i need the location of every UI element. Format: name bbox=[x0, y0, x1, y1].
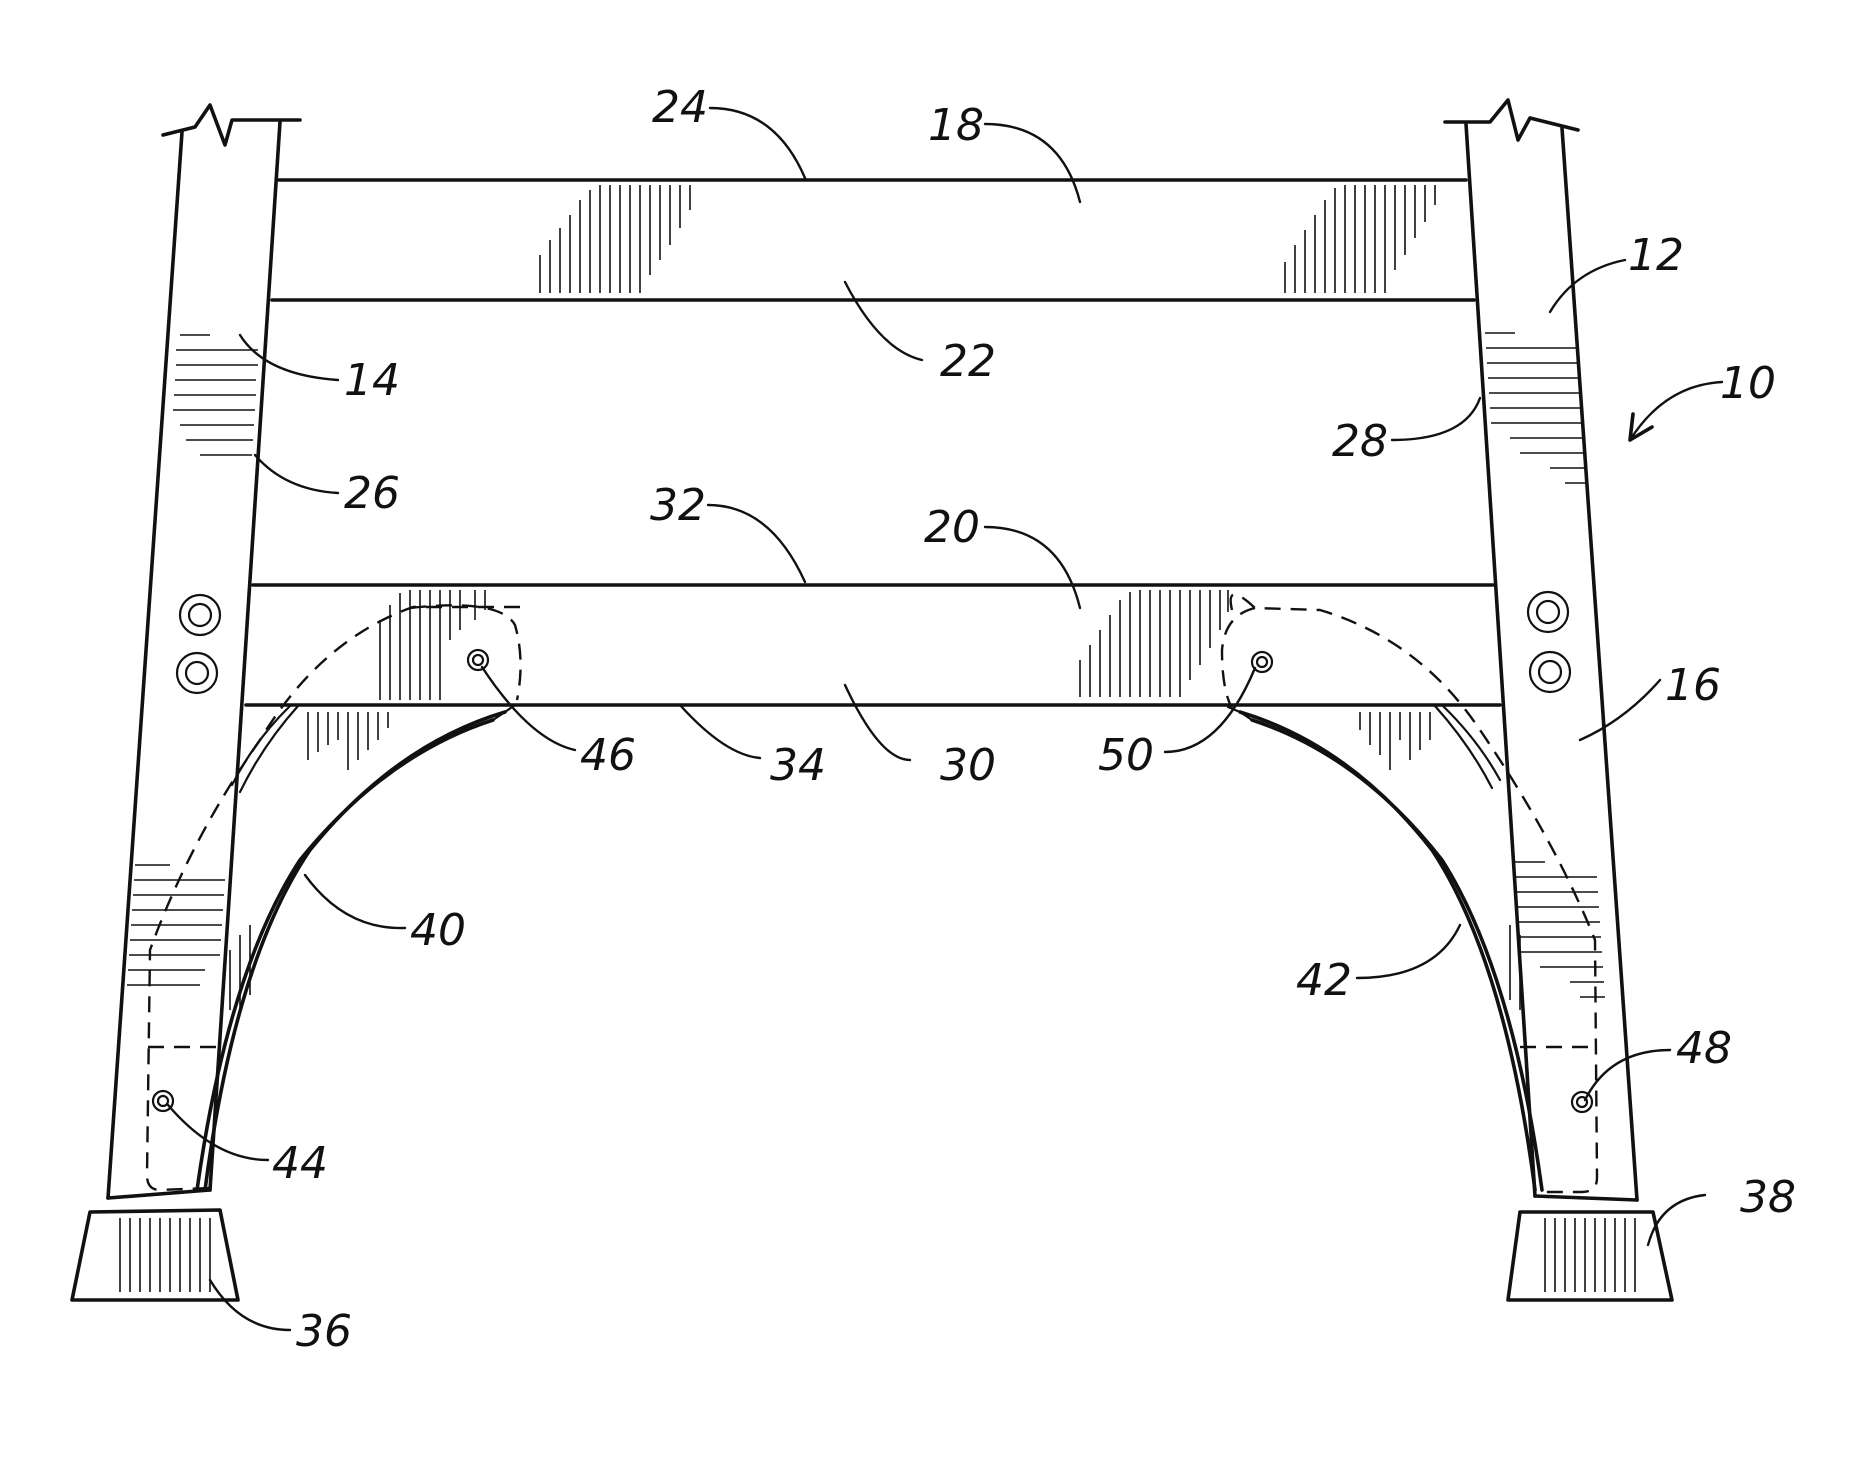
ref-26: 26 bbox=[344, 468, 400, 519]
left-rail bbox=[108, 105, 300, 1198]
left-rail-hatching-upper bbox=[173, 335, 258, 455]
ref-34: 34 bbox=[770, 740, 826, 791]
ref-16: 16 bbox=[1665, 660, 1721, 711]
ref-46: 46 bbox=[580, 730, 636, 781]
ref-36: 36 bbox=[296, 1306, 352, 1357]
left-rail-hatching-lower bbox=[127, 865, 225, 985]
ref-40: 40 bbox=[410, 905, 466, 956]
ref-44: 44 bbox=[272, 1138, 328, 1189]
upper-step-hatching-left bbox=[540, 185, 690, 293]
ref-22: 22 bbox=[940, 336, 996, 387]
upper-step bbox=[272, 180, 1474, 300]
right-rail-hatching-lower bbox=[1515, 862, 1605, 997]
right-foot bbox=[1508, 1212, 1672, 1300]
right-foot-hatching bbox=[1545, 1218, 1635, 1292]
ref-32: 32 bbox=[650, 480, 706, 531]
ref-42: 42 bbox=[1296, 955, 1352, 1006]
lower-step-hatching-center bbox=[1080, 590, 1228, 697]
right-brace bbox=[1222, 594, 1597, 1192]
reference-numerals: 24 18 12 22 14 10 28 26 32 20 16 46 34 3… bbox=[272, 82, 1796, 1357]
ref-30: 30 bbox=[940, 740, 996, 791]
ref-10: 10 bbox=[1720, 358, 1776, 409]
ref-38: 38 bbox=[1740, 1172, 1796, 1223]
ref-50: 50 bbox=[1098, 730, 1154, 781]
ref-12: 12 bbox=[1628, 230, 1684, 281]
ref-14: 14 bbox=[344, 355, 400, 406]
ref-24: 24 bbox=[652, 82, 708, 133]
lower-step bbox=[246, 585, 1500, 705]
leader-lines bbox=[168, 108, 1722, 1330]
ref-20: 20 bbox=[924, 502, 980, 553]
left-rail-rivets bbox=[177, 595, 220, 693]
left-foot-hatching bbox=[120, 1218, 210, 1292]
right-rail-rivets bbox=[1528, 592, 1570, 692]
right-rail-hatching-upper bbox=[1485, 333, 1585, 483]
upper-step-hatching-right bbox=[1285, 185, 1435, 293]
ref-48: 48 bbox=[1676, 1023, 1732, 1074]
ref-28: 28 bbox=[1332, 416, 1388, 467]
left-upper-fastener bbox=[468, 650, 488, 670]
ref-18: 18 bbox=[928, 100, 984, 151]
